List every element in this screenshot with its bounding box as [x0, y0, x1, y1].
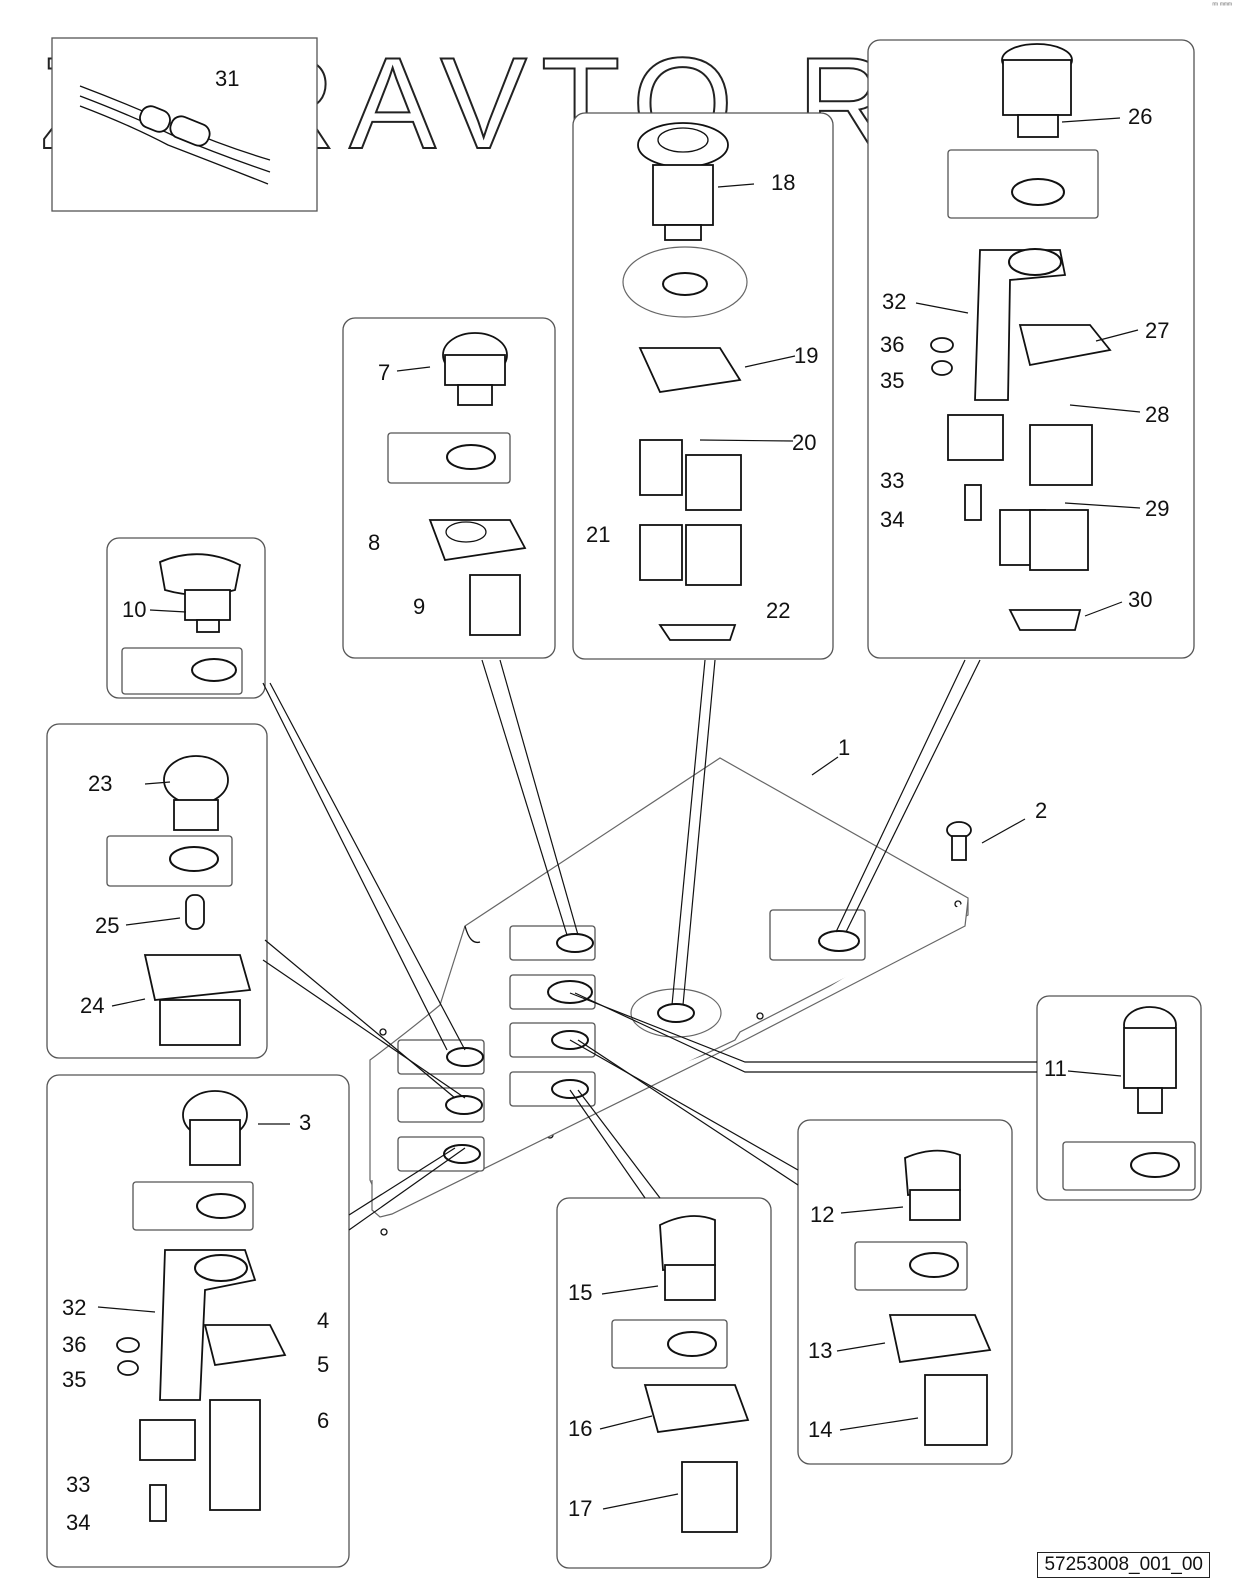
callout-20: 20 — [792, 430, 816, 455]
screw-part — [946, 821, 972, 861]
callout-6: 6 — [317, 1408, 329, 1433]
callout-9: 9 — [413, 594, 425, 619]
rotary-knob-part — [158, 553, 242, 633]
callout-1: 1 — [838, 735, 850, 760]
callout-33-a: 33 — [880, 468, 904, 493]
callout-10: 10 — [122, 597, 146, 622]
callout-36-b: 36 — [62, 1332, 86, 1357]
callout-24: 24 — [80, 993, 104, 1018]
callout-17: 17 — [568, 1496, 592, 1521]
mushroom-button-part — [116, 1090, 287, 1522]
callout-4: 4 — [317, 1308, 329, 1333]
contact-block-parts-a — [638, 347, 742, 641]
drawing-code: 57253008_001_00 — [1037, 1552, 1210, 1578]
callout-32-b: 32 — [62, 1295, 86, 1320]
callout-35-a: 35 — [880, 368, 904, 393]
callout-25: 25 — [95, 913, 119, 938]
selector-key-part — [1062, 1006, 1196, 1191]
callout-7: 7 — [378, 360, 390, 385]
leader-lines — [262, 659, 1037, 1231]
callout-21: 21 — [586, 522, 610, 547]
callout-14: 14 — [808, 1417, 832, 1442]
callout-28: 28 — [1145, 402, 1169, 427]
key-switch-part — [1001, 43, 1073, 138]
emergency-stop-part — [637, 122, 729, 241]
callout-13: 13 — [808, 1338, 832, 1363]
callout-19: 19 — [794, 343, 818, 368]
callout-34-a: 34 — [880, 507, 904, 532]
selector-switch-part-b — [611, 1215, 750, 1533]
callout-23: 23 — [88, 771, 112, 796]
callout-5: 5 — [317, 1352, 329, 1377]
control-panel-plate — [369, 757, 969, 1236]
callout-36-a: 36 — [880, 332, 904, 357]
callout-15: 15 — [568, 1280, 592, 1305]
cable-harness-part — [79, 85, 271, 185]
callout-2: 2 — [1035, 798, 1047, 823]
callout-stubs — [97, 117, 1141, 1510]
contact-holder-part — [428, 519, 527, 636]
callout-31: 31 — [215, 66, 239, 91]
callout-16: 16 — [568, 1416, 592, 1441]
push-button-part — [442, 332, 508, 406]
callout-32-a: 32 — [882, 289, 906, 314]
callout-11: 11 — [1044, 1056, 1067, 1081]
callout-12: 12 — [810, 1202, 834, 1227]
callout-29: 29 — [1145, 496, 1169, 521]
corner-mark: ʳᵐ ᵐᵐᵐ — [1212, 2, 1232, 9]
callout-34-b: 34 — [66, 1510, 90, 1535]
callout-26: 26 — [1128, 104, 1152, 129]
callout-33-b: 33 — [66, 1472, 90, 1497]
selector-switch-part — [854, 1149, 992, 1446]
panel-push-button — [342, 317, 556, 659]
callout-8: 8 — [368, 530, 380, 555]
callout-18: 18 — [771, 170, 795, 195]
callout-30: 30 — [1128, 587, 1152, 612]
pilot-light-part — [106, 755, 252, 1046]
callout-3: 3 — [299, 1110, 311, 1135]
callout-labels: 1 2 3 4 5 6 7 8 9 10 11 12 13 14 15 16 1… — [62, 66, 1169, 1535]
callout-35-b: 35 — [62, 1367, 86, 1392]
callout-22: 22 — [766, 598, 790, 623]
callout-27: 27 — [1145, 318, 1169, 343]
bracket-part-a — [930, 248, 1112, 631]
